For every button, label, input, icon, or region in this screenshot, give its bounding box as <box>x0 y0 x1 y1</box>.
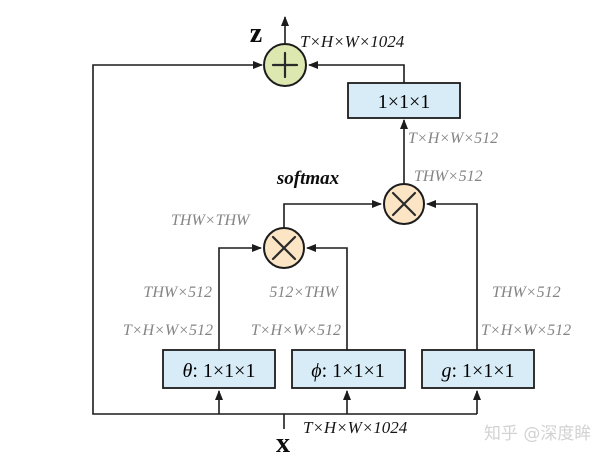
theta-out-dim-label: T×H×W×512 <box>123 322 213 339</box>
final-conv-label: 1×1×1 <box>378 91 431 113</box>
output-variable-label: z <box>250 18 262 49</box>
phi-symbol: ϕ <box>311 360 321 382</box>
conv-input-spatial-dim-label: T×H×W×512 <box>408 130 498 147</box>
phi-conv-box: ϕ: 1×1×1 <box>291 349 406 389</box>
theta-conv-label: θ: 1×1×1 <box>183 360 256 382</box>
phi-conv-label: ϕ: 1×1×1 <box>311 360 384 382</box>
conv-to-add-wire <box>308 61 405 83</box>
g-conv-box: g: 1×1×1 <box>421 349 535 389</box>
output-dim-label: T×H×W×1024 <box>300 32 405 51</box>
affinity-dim-label: THW×THW <box>171 212 251 229</box>
softmax-to-matmul2-wire <box>283 200 382 228</box>
softmax-label: softmax <box>276 168 340 189</box>
phi-out-dim-label: T×H×W×512 <box>251 322 341 339</box>
watermark-text: 知乎 @深度眸 <box>484 424 591 444</box>
add-node <box>263 43 307 87</box>
theta-to-matmul1-wire <box>218 244 262 350</box>
multiply-icon-upper <box>391 191 417 217</box>
wires <box>92 16 481 429</box>
multiply-icon-lower <box>271 235 297 261</box>
residual-wire <box>92 61 477 415</box>
g-flat-dim-label: THW×512 <box>492 284 561 301</box>
g-out-dim-label: T×H×W×512 <box>481 322 571 339</box>
matmul-lower-node <box>263 227 305 269</box>
phi-flat-dim-label: 512×THW <box>269 284 339 301</box>
theta-conv-box: θ: 1×1×1 <box>162 349 276 389</box>
g-symbol: g <box>441 360 451 382</box>
phi-suffix: : 1×1×1 <box>322 360 385 382</box>
final-conv-box: 1×1×1 <box>347 82 461 119</box>
phi-to-matmul1-wire <box>306 244 348 350</box>
theta-symbol: θ <box>183 360 193 382</box>
theta-suffix: : 1×1×1 <box>192 360 255 382</box>
g-to-matmul2-wire <box>426 200 478 350</box>
input-dim-label: T×H×W×1024 <box>303 418 408 437</box>
conv-input-flat-dim-label: THW×512 <box>414 168 483 185</box>
input-variable-label: x <box>276 428 290 458</box>
add-icon <box>271 51 299 79</box>
g-conv-label: g: 1×1×1 <box>441 360 514 382</box>
matmul-upper-node <box>383 183 425 225</box>
g-suffix: : 1×1×1 <box>451 360 514 382</box>
theta-flat-dim-label: THW×512 <box>143 284 212 301</box>
